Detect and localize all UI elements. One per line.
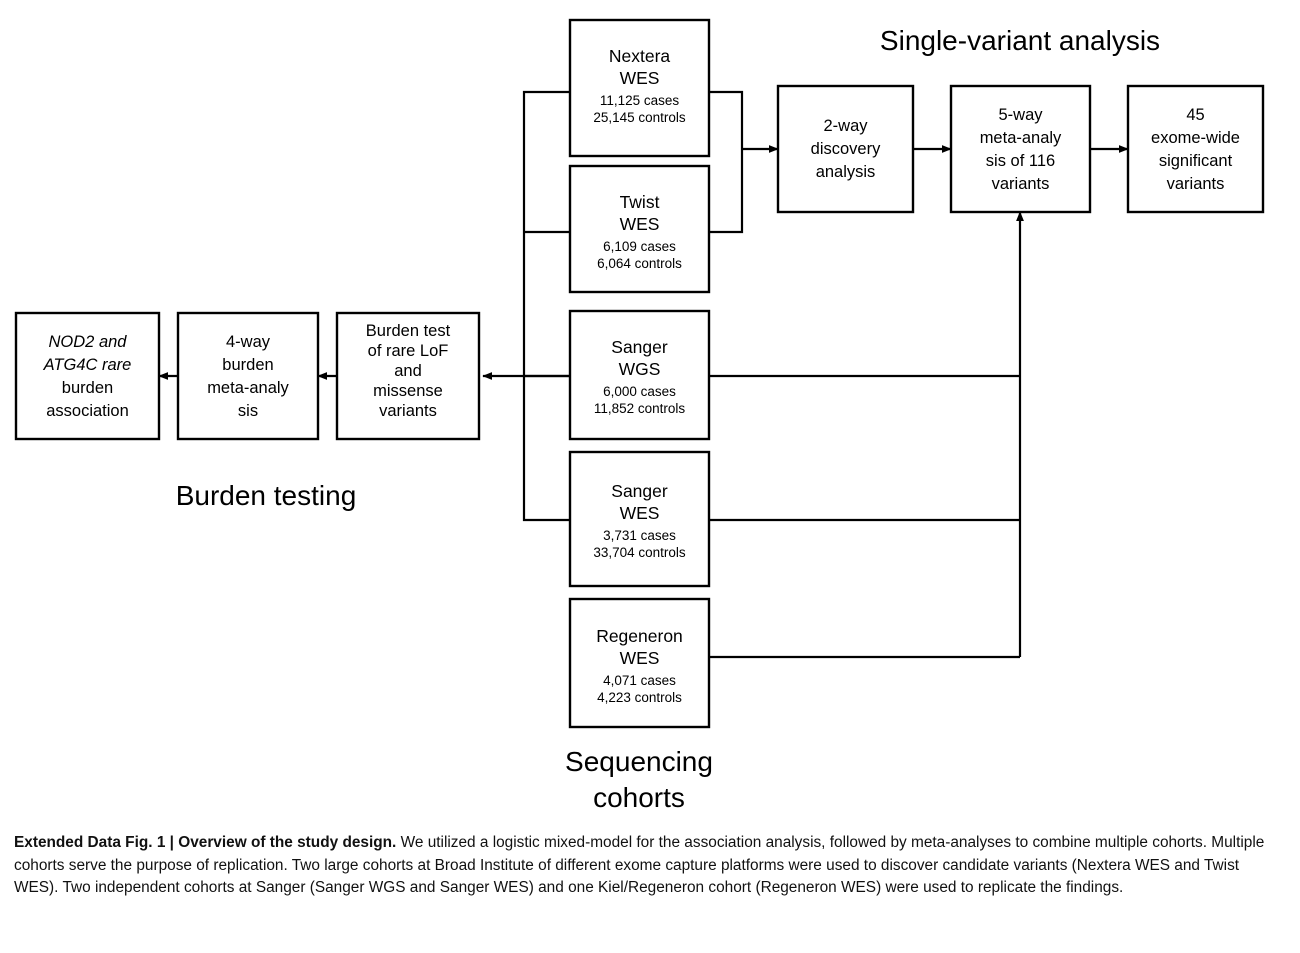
heading-single-variant-analysis: Single-variant analysis xyxy=(880,25,1160,56)
step-line-4: association xyxy=(46,402,129,420)
step-line-2: burden xyxy=(222,356,273,374)
cohort-node-sanger-wes[interactable]: Sanger WES 3,731 cases 33,704 controls xyxy=(568,450,711,588)
step-line-1: 45 xyxy=(1186,106,1204,124)
step-line-1: 4-way xyxy=(226,333,271,351)
figure-caption-text: We utilized a logistic mixed-model for t… xyxy=(14,834,1265,897)
cohort-cases: 4,071 cases xyxy=(603,673,676,688)
step-line-2: ATG4C rare xyxy=(43,356,132,374)
cohort-cases: 6,000 cases xyxy=(603,384,676,399)
step-box-exome-wide-significant[interactable] xyxy=(1126,84,1265,214)
cohort-node-regeneron-wes[interactable]: Regeneron WES 4,071 cases 4,223 controls xyxy=(568,597,711,729)
heading-burden-testing: Burden testing xyxy=(176,480,357,511)
step-box-five-way-meta-analysis[interactable] xyxy=(949,84,1092,214)
cohort-name-line1: Sanger xyxy=(611,337,668,357)
step-node-five-way-meta-analysis[interactable]: 5-way meta-analy sis of 116 variants xyxy=(949,84,1092,214)
step-line-3: analysis xyxy=(816,163,876,181)
step-box-burden-test-rare-lof[interactable] xyxy=(335,311,481,441)
step-box-burden-result[interactable] xyxy=(14,311,161,441)
step-line-2: of rare LoF xyxy=(368,342,449,360)
cohort-controls: 25,145 controls xyxy=(593,110,686,125)
step-line-3: and xyxy=(394,362,422,380)
cohort-controls: 6,064 controls xyxy=(597,256,682,271)
cohort-name-line2: WES xyxy=(620,68,660,88)
step-line-3: significant xyxy=(1159,152,1233,170)
cohort-box-regeneron-wes[interactable] xyxy=(568,597,711,729)
step-line-2: exome-wide xyxy=(1151,129,1240,147)
step-line-3: sis of 116 xyxy=(986,152,1055,170)
cohort-box-sanger-wes[interactable] xyxy=(568,450,711,588)
cohort-name-line1: Twist xyxy=(620,192,660,212)
step-node-burden-result[interactable]: NOD2 and ATG4C rare burden association xyxy=(14,311,161,441)
cohort-node-nextera-wes[interactable]: Nextera WES 11,125 cases 25,145 controls xyxy=(568,18,711,158)
cohort-box-twist-wes[interactable] xyxy=(568,164,711,294)
cohort-box-sanger-wgs[interactable] xyxy=(568,309,711,441)
cohort-controls: 4,223 controls xyxy=(597,690,682,705)
step-line-5: variants xyxy=(379,402,437,420)
cohort-name-line2: WES xyxy=(620,648,660,668)
edge-discovery-trunk xyxy=(709,90,744,234)
step-node-burden-test-rare-lof[interactable]: Burden test of rare LoF and missense var… xyxy=(335,311,481,441)
cohort-name-line2: WES xyxy=(620,503,660,523)
step-node-two-way-discovery[interactable]: 2-way discovery analysis xyxy=(776,84,915,214)
cohort-name-line1: Regeneron xyxy=(596,626,683,646)
cohort-name-line1: Nextera xyxy=(609,46,671,66)
step-line-1: Burden test xyxy=(366,322,451,340)
step-line-3: burden xyxy=(62,379,113,397)
cohort-name-line2: WES xyxy=(620,214,660,234)
step-line-4: missense xyxy=(373,382,443,400)
study-design-flowchart: Single-variant analysis Burden testing S… xyxy=(14,18,1265,813)
step-node-exome-wide-significant[interactable]: 45 exome-wide significant variants xyxy=(1126,84,1265,214)
cohort-cases: 11,125 cases xyxy=(600,93,680,108)
cohort-name-line1: Sanger xyxy=(611,481,668,501)
step-line-4: sis xyxy=(238,402,258,420)
figure-caption: Extended Data Fig. 1 | Overview of the s… xyxy=(14,832,1286,900)
step-box-two-way-discovery[interactable] xyxy=(776,84,915,214)
cohort-controls: 33,704 controls xyxy=(593,545,686,560)
step-line-1: 5-way xyxy=(998,106,1043,124)
figure-caption-label: Extended Data Fig. 1 | Overview of the s… xyxy=(14,834,397,851)
edge-left-trunk xyxy=(522,90,570,522)
step-node-four-way-burden-meta[interactable]: 4-way burden meta-analy sis xyxy=(176,311,320,441)
heading-sequencing-cohorts-line2: cohorts xyxy=(593,782,685,813)
step-line-2: meta-analy xyxy=(980,129,1062,147)
step-line-3: meta-analy xyxy=(207,379,289,397)
step-line-2: discovery xyxy=(811,140,881,158)
cohort-controls: 11,852 controls xyxy=(594,401,686,416)
cohort-node-twist-wes[interactable]: Twist WES 6,109 cases 6,064 controls xyxy=(568,164,711,294)
step-line-1: 2-way xyxy=(823,117,868,135)
flow-connectors xyxy=(158,90,1129,659)
step-line-4: variants xyxy=(992,175,1050,193)
heading-sequencing-cohorts-line1: Sequencing xyxy=(565,746,713,777)
cohort-box-nextera-wes[interactable] xyxy=(568,18,711,158)
step-line-4: variants xyxy=(1167,175,1225,193)
step-box-four-way-burden-meta[interactable] xyxy=(176,311,320,441)
cohort-cases: 3,731 cases xyxy=(603,528,676,543)
cohort-name-line2: WGS xyxy=(619,359,661,379)
cohort-cases: 6,109 cases xyxy=(603,239,676,254)
step-line-1: NOD2 and xyxy=(49,333,128,351)
cohort-node-sanger-wgs[interactable]: Sanger WGS 6,000 cases 11,852 controls xyxy=(568,309,711,441)
